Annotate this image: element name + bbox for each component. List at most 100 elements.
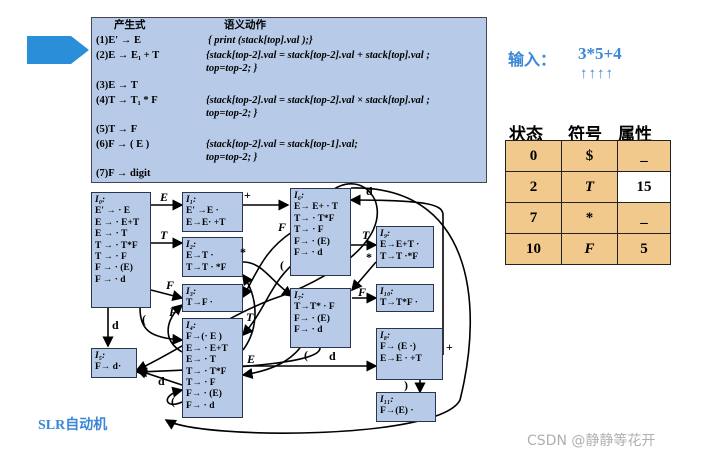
rule-5-production: (5)T → F [96,124,138,135]
state-i6: I₆: E→ E+ · T T→ · T*F T→ · F F→ · (E) F… [290,188,351,276]
state-i4-name: I₄: [186,321,197,331]
state-i4-item-3: E→ · T [186,355,216,366]
automaton-caption: SLR自动机 [38,418,108,433]
rule-7-production: (7)F → digit [96,168,151,179]
edge-i9-i7 [350,261,377,292]
state-i3-name: I₃: [186,287,197,297]
stack-cell-attr: _ [617,202,671,234]
edge-label-t-i4: T [246,310,254,324]
edge-label-lparen-i4: ( [171,394,175,408]
edge-label-e: E [160,190,169,204]
state-i10: I₁₀: T→T*F · [376,284,434,312]
rule-6-action-cont: top=top-2; } [206,152,258,163]
edge-label-plus-i8: + [446,340,453,354]
grammar-panel: 产生式 语义动作 (1)E′ → E { print (stack[top].v… [91,17,487,183]
state-i11-item-1: F→(E) · [380,406,414,417]
state-i2-item-1: E→T · [186,251,214,262]
state-i5-item-1: F→ d· [95,362,122,373]
edge-label-lparen: ( [142,312,146,326]
state-i4-item-7: F→ · d [186,400,215,411]
state-i9-name: I₉: [380,229,391,239]
state-i6-item-4: F→ · (E) [294,236,330,247]
state-i1-item-1: E′ →E · [186,206,219,217]
state-i0-item-5: T → · F [95,252,127,263]
edge-label-d-i6: d [366,184,373,198]
state-i10-item-1: T→T*F · [380,298,418,309]
edge-i8-i6 [349,194,444,355]
edge-i7-i5 [135,347,321,378]
state-i11-name: I₁₁: [380,395,394,405]
stack-cell-symbol: T [561,171,618,203]
state-i6-item-3: T→ · F [294,225,324,236]
watermark: CSDN @静静等花开 [527,433,656,449]
stack-cell-symbol: F [561,233,618,265]
edge-label-d-i7: d [329,349,336,363]
edge-label-rparen: ) [404,378,408,392]
state-i8-item-2: E→E · +T [380,353,422,364]
state-i4-item-4: T→ · T*F [186,366,227,377]
edge-i0-i3 [150,289,184,302]
state-i1: I₁: E′ →E · E→E· +T [182,192,243,232]
edge-label-f-i6: F [278,220,287,234]
state-i6-item-1: E→ E+ · T [294,202,339,213]
state-i4-item-2: E→ · E+T [186,343,228,354]
edge-i4-i2 [242,273,256,351]
stack-cell-attr: 15 [617,171,671,203]
state-i5: I₅: F→ d· [91,348,137,378]
edge-label-t-i6: T [362,228,370,242]
state-i8: I₈: F→ (E ·) E→E · +T [376,328,443,380]
state-i0-item-2: E → · E+T [95,217,140,228]
state-i0: I₀: E′ → · E E → · E+T E → · T T → · T*F… [91,192,151,308]
state-i8-item-1: F→ (E ·) [380,342,416,353]
pointer-arrow-icon [27,36,89,64]
stack-cell-symbol: * [561,202,618,234]
grammar-header-production: 产生式 [114,20,146,31]
state-i4: I₄: F→(· E ) E→ · E+T E→ · T T→ · T*F T→… [182,318,243,418]
stack-cell-state: 7 [505,202,562,234]
stack-cell-attr: 5 [617,233,671,265]
edge-i6-i3 [242,231,293,299]
state-i4-item-5: T→ · F [186,378,216,389]
rule-1-action: { print (stack[top].val );} [208,35,313,46]
rule-1-production: (1)E′ → E [96,35,141,46]
state-i0-item-6: F → · (E) [95,263,133,274]
state-i6-name: I₆: [294,191,305,201]
rule-2-production: (2)E → E₁ + T [96,50,160,61]
rule-2-action-cont: top=top-2; } [206,63,258,74]
input-label: 输入： [508,50,557,69]
state-i9-item-2: T→T ·*F [380,251,419,262]
state-i2-item-2: T→T · *F [186,262,227,273]
stack-cell-symbol: $ [561,140,618,172]
state-i7-item-3: F→ · d [294,325,323,336]
edge-i6-i4-d [164,187,472,434]
edge-label-star: * [240,245,246,259]
state-i3-item-1: T→F · [186,298,213,309]
state-i7: I₇: T→T* · F F→ · (E) F→ · d [290,288,351,348]
edge-i4-i5 [135,367,183,386]
edge-i6-i4 [241,264,293,337]
state-i7-item-2: F→ · (E) [294,313,330,324]
state-i1-name: I₁: [186,195,197,205]
input-string: 3*5+4 [578,44,622,63]
state-i10-name: I₁₀: [380,287,394,297]
state-i7-item-1: T→T* · F [294,302,335,313]
edge-i2-i7 [242,261,294,297]
edge-i0-i4 [139,307,184,345]
state-i8-name: I₈: [380,331,391,341]
state-i9: I₉: E→E+T · T→T ·*F [376,226,434,268]
input-pointer-arrows: ↑↑↑↑ [580,66,614,82]
edge-label-d-i4: d [158,374,165,388]
edge-label-f: F [166,278,175,292]
state-i1-item-2: E→E· +T [186,217,226,228]
edge-i4-i3 [167,303,184,353]
stack-cell-state: 2 [505,171,562,203]
rule-4-production: (4)T → T₁ * F [96,95,158,106]
state-i9-item-1: E→E+T · [380,240,420,251]
rule-4-action-cont: top=top-2; } [206,108,258,119]
edge-label-star-i9: * [366,250,372,264]
grammar-header-action: 语义动作 [224,20,266,31]
edge-i7-i4 [241,347,301,380]
edge-label-d: d [112,318,119,332]
state-i0-item-1: E′ → · E [95,206,131,217]
